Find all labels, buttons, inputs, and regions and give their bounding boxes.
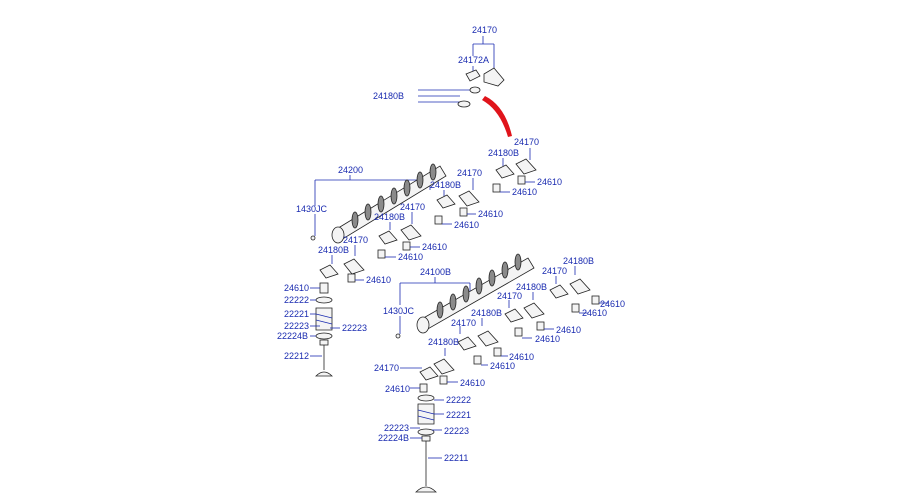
part-label-24610[interactable]: 24610 bbox=[284, 283, 309, 293]
part-label-24170[interactable]: 24170 bbox=[457, 168, 482, 178]
part-label-24180B[interactable]: 24180B bbox=[563, 256, 594, 266]
part-label-24180B[interactable]: 24180B bbox=[471, 308, 502, 318]
part-label-22211[interactable]: 22211 bbox=[444, 453, 468, 463]
upper-valve-stack bbox=[310, 282, 340, 377]
part-label-22224B[interactable]: 22224B bbox=[378, 433, 409, 443]
flow-arrow bbox=[482, 96, 512, 137]
part-label-24610[interactable]: 24610 bbox=[385, 384, 410, 394]
part-label-24170[interactable]: 24170 bbox=[472, 25, 497, 35]
part-label-24610[interactable]: 24610 bbox=[535, 334, 560, 344]
part-label-24180B[interactable]: 24180B bbox=[373, 91, 404, 101]
lower-rocker-sets bbox=[400, 266, 608, 393]
part-label-24170[interactable]: 24170 bbox=[343, 235, 368, 245]
part-label-22224B[interactable]: 22224B bbox=[277, 331, 308, 341]
part-label-24170[interactable]: 24170 bbox=[497, 291, 522, 301]
part-label-24180B[interactable]: 24180B bbox=[374, 212, 405, 222]
part-label-22223[interactable]: 22223 bbox=[342, 323, 367, 333]
part-label-24180B[interactable]: 24180B bbox=[318, 245, 349, 255]
part-label-24610[interactable]: 24610 bbox=[490, 361, 515, 371]
part-label-24610[interactable]: 24610 bbox=[537, 177, 562, 187]
part-label-1430JC[interactable]: 1430JC bbox=[383, 306, 415, 316]
part-label-24170[interactable]: 24170 bbox=[451, 318, 476, 328]
part-label-24180B[interactable]: 24180B bbox=[488, 148, 519, 158]
lower-camshaft bbox=[395, 253, 535, 339]
part-label-22221[interactable]: 22221 bbox=[446, 410, 471, 420]
part-label-24610[interactable]: 24610 bbox=[556, 325, 581, 335]
part-label-22223[interactable]: 22223 bbox=[284, 321, 309, 331]
top-rocker-group bbox=[418, 36, 512, 137]
part-label-24180B[interactable]: 24180B bbox=[428, 337, 459, 347]
part-label-22222[interactable]: 22222 bbox=[284, 295, 309, 305]
part-label-24610[interactable]: 24610 bbox=[398, 252, 423, 262]
part-label-24610[interactable]: 24610 bbox=[582, 308, 607, 318]
part-label-24610[interactable]: 24610 bbox=[478, 209, 503, 219]
part-number-labels: 24170 24172A 24180B 24170 24180B 24610 2… bbox=[277, 25, 625, 463]
part-label-24610[interactable]: 24610 bbox=[366, 275, 391, 285]
upper-rocker-sets bbox=[319, 148, 537, 283]
part-label-22223[interactable]: 22223 bbox=[444, 426, 469, 436]
part-label-24610[interactable]: 24610 bbox=[460, 378, 485, 388]
part-label-24170[interactable]: 24170 bbox=[400, 202, 425, 212]
part-label-24610[interactable]: 24610 bbox=[509, 352, 534, 362]
part-label-24610[interactable]: 24610 bbox=[454, 220, 479, 230]
part-label-22222[interactable]: 22222 bbox=[446, 395, 471, 405]
part-label-22223[interactable]: 22223 bbox=[384, 423, 409, 433]
part-label-24200[interactable]: 24200 bbox=[338, 165, 363, 175]
part-label-22221[interactable]: 22221 bbox=[284, 309, 309, 319]
part-label-1430JC[interactable]: 1430JC bbox=[296, 204, 328, 214]
part-label-24100B[interactable]: 24100B bbox=[420, 267, 451, 277]
upper-camshaft bbox=[310, 163, 447, 244]
upper-cam-lobes bbox=[351, 163, 437, 229]
part-label-24170[interactable]: 24170 bbox=[514, 137, 539, 147]
part-label-22212[interactable]: 22212 bbox=[284, 351, 309, 361]
part-label-24610[interactable]: 24610 bbox=[422, 242, 447, 252]
part-label-24180B[interactable]: 24180B bbox=[430, 180, 461, 190]
part-label-24170[interactable]: 24170 bbox=[542, 266, 567, 276]
part-label-24170[interactable]: 24170 bbox=[374, 363, 399, 373]
part-label-24610[interactable]: 24610 bbox=[512, 187, 537, 197]
part-label-24610[interactable]: 24610 bbox=[600, 299, 625, 309]
part-label-24172A[interactable]: 24172A bbox=[458, 55, 489, 65]
part-label-24180B[interactable]: 24180B bbox=[516, 282, 547, 292]
lower-cam-lobes bbox=[436, 253, 522, 319]
lower-valve-stack bbox=[410, 394, 444, 493]
